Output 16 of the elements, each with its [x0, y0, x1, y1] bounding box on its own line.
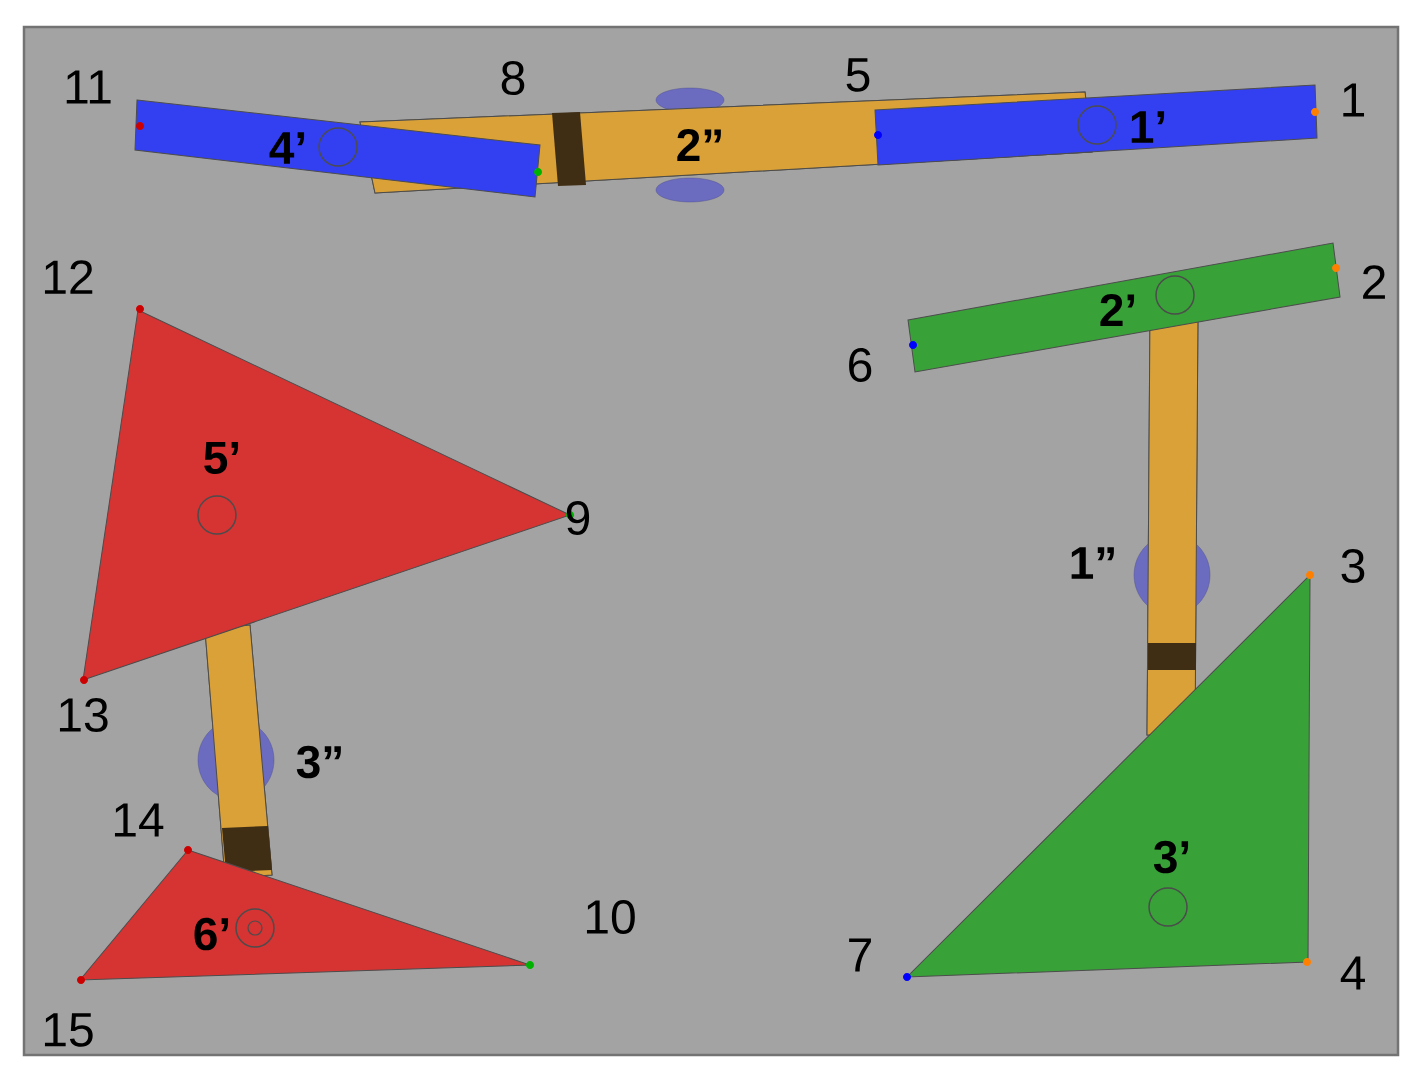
point-number: 14 [114, 803, 164, 837]
point-number: 6 [849, 348, 872, 382]
point-number: 4 [1340, 956, 1365, 990]
link-bar: 1’ [874, 84, 1319, 166]
node-label: 3” [296, 745, 341, 779]
point-number: 13 [59, 698, 108, 732]
link-bar: 4’ [134, 99, 542, 198]
point-number: 11 [66, 70, 111, 104]
triangle-link: 6’ [77, 846, 534, 984]
point-number: 12 [44, 260, 93, 294]
point-number: 10 [586, 900, 635, 934]
point-number: 1 [1343, 83, 1364, 117]
link-bar: 2’ [907, 242, 1341, 373]
point-number: 2 [1363, 265, 1385, 299]
point-number: 15 [44, 1013, 93, 1047]
point-number: 3 [1341, 549, 1365, 583]
